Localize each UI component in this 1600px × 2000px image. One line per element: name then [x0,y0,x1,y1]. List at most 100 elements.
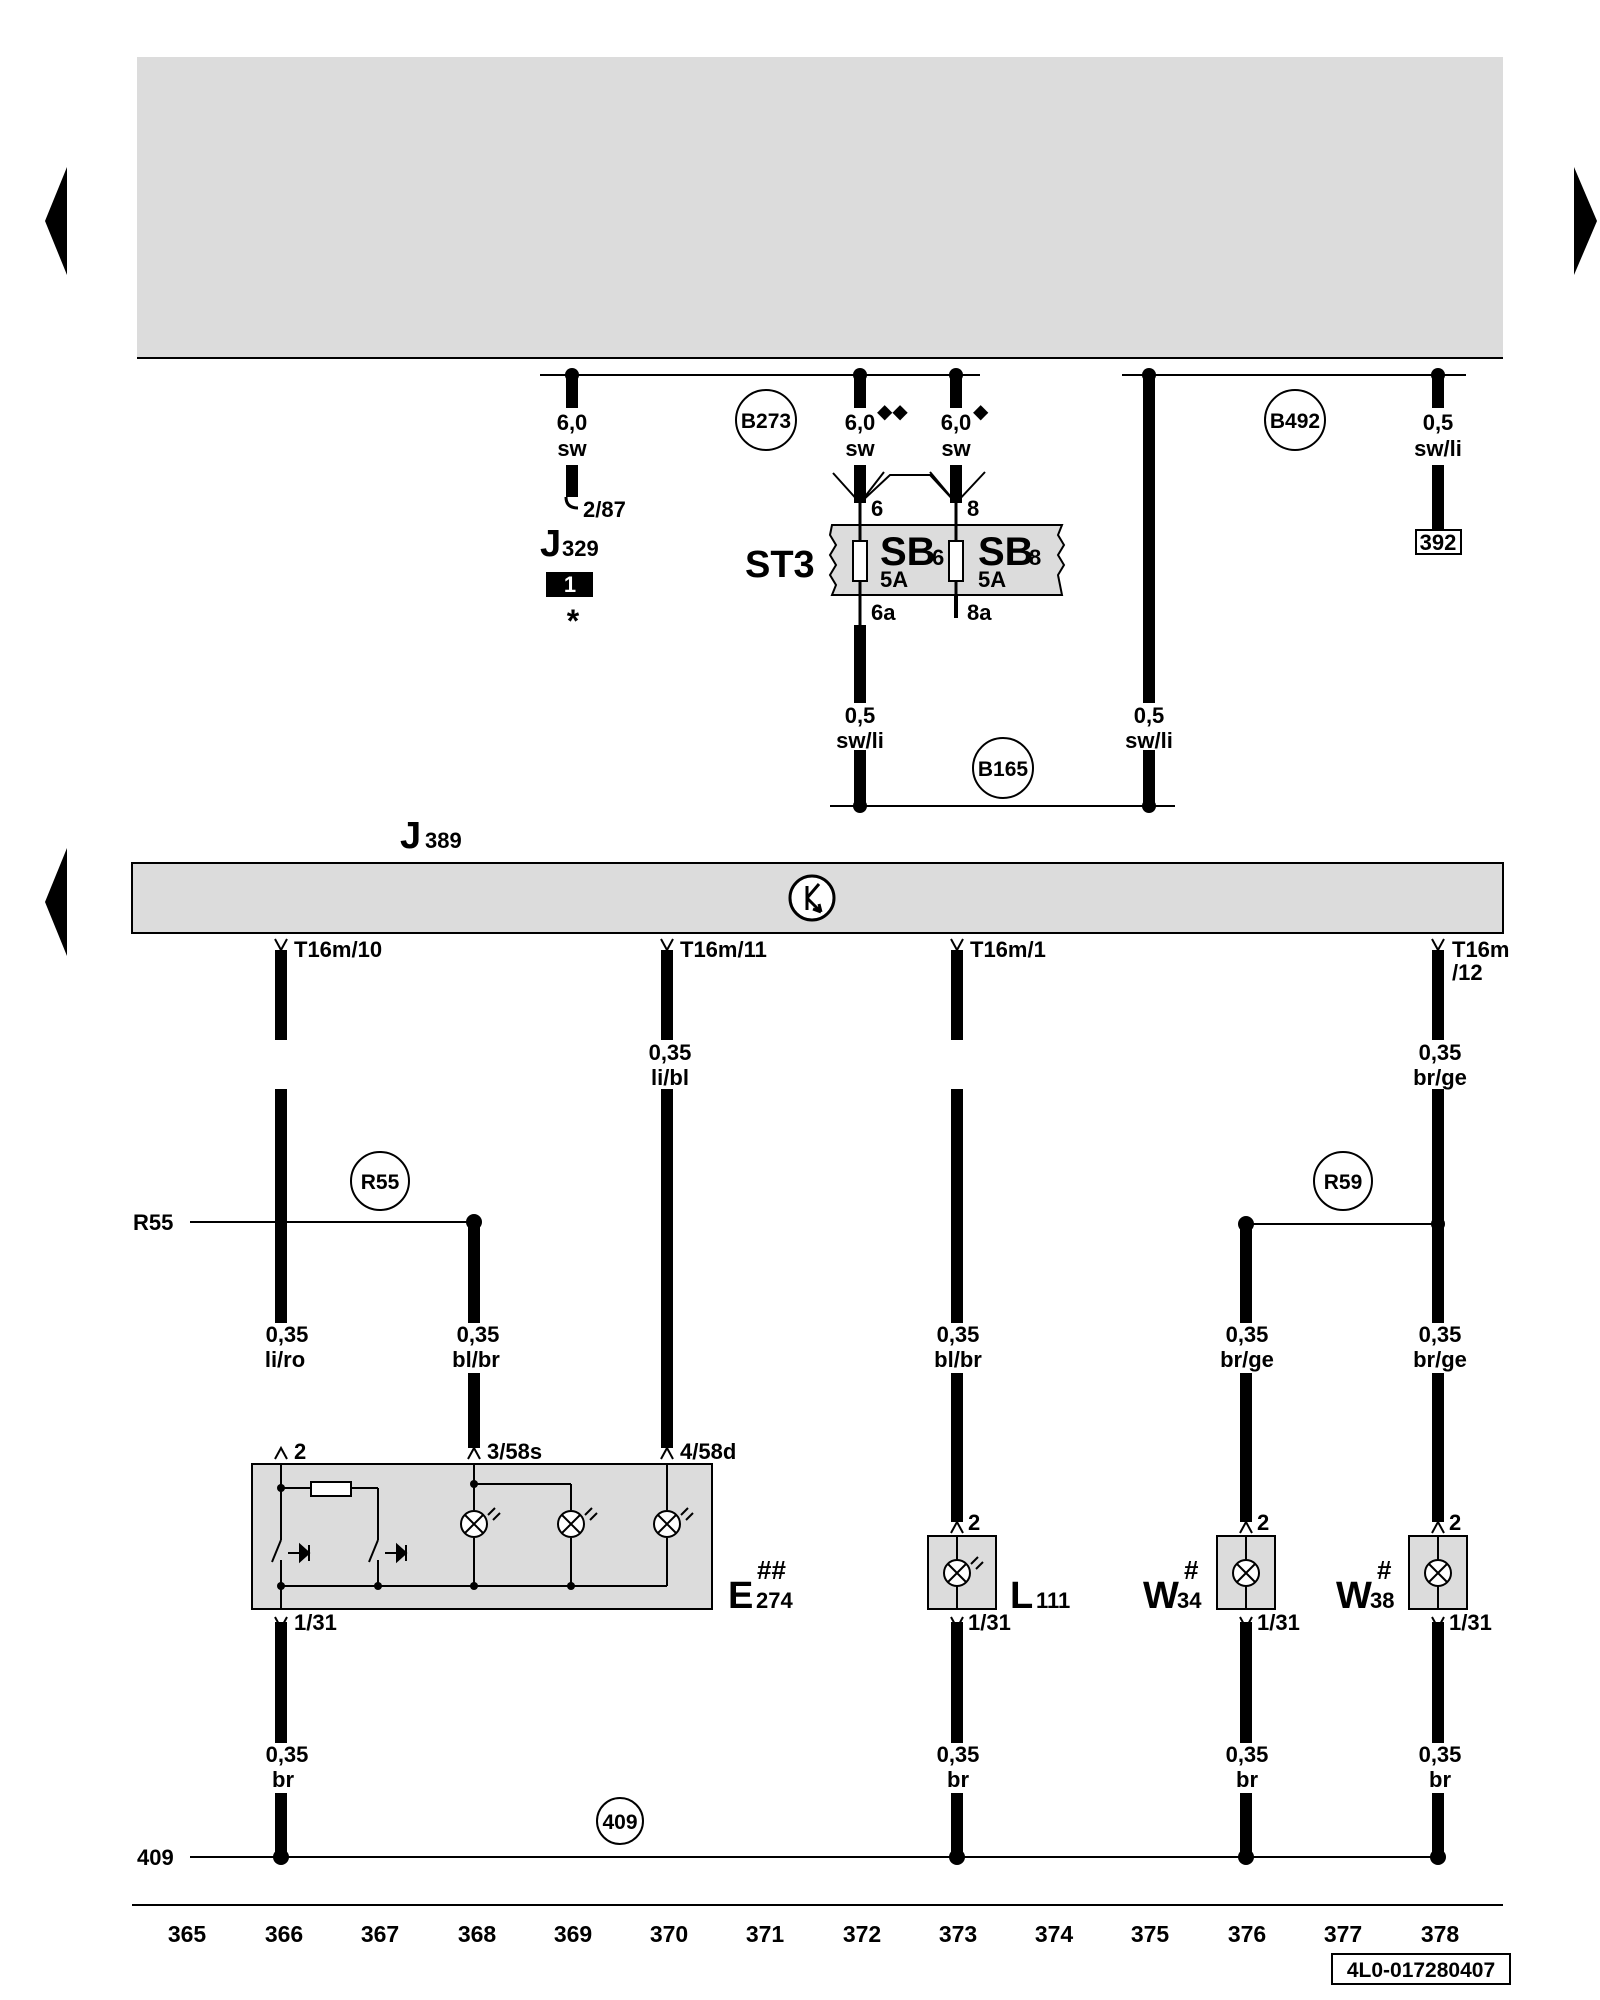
connection-b492: B492 [1270,410,1320,433]
junction-392 [1431,368,1445,382]
grid-numbers: 365 366 367 368 369 370 371 372 373 374 … [168,1921,1460,1947]
wire-sb6-out-size: 0,5 [845,703,876,728]
grid-number: 373 [939,1921,977,1947]
fuse-sb8-body [948,540,964,582]
wire-w34-size: 0,35 [1226,1322,1269,1347]
connection-r59-circle [1313,1151,1373,1211]
w34-terminal-arrows [1239,1519,1253,1631]
j389-letter: J [400,815,421,857]
grid-number: 369 [554,1921,592,1947]
wire-j329-color: sw [557,436,587,461]
j329-pin-label: 2/87 [583,497,626,522]
wire-t11-size: 0,35 [649,1040,692,1065]
grid-number: 366 [265,1921,303,1947]
e274-letter: E [728,1575,753,1617]
grid-number: 367 [361,1921,399,1947]
lower-wires [275,950,1444,1857]
w34-pin-top: 2 [1257,1510,1269,1535]
wire-t10-size: 0,35 [266,1322,309,1347]
j329-letter: J [540,523,561,565]
wire-sb6-in-size: 6,0 [845,410,876,435]
previous-page-arrow-middle[interactable] [45,848,67,956]
connection-409: 409 [602,1811,637,1834]
sb6-pin-out: 6a [871,600,896,625]
version-marker-double-diamond: ◆◆ [877,401,908,423]
j329-subscript: 329 [562,536,599,561]
l111-pin-bottom: 1/31 [968,1610,1011,1635]
continuation-r55[interactable]: R55 [133,1210,173,1235]
ground-wire-376-color: br [1236,1767,1258,1792]
connection-b273: B273 [741,410,791,433]
j389-subscript: 389 [425,828,462,853]
junction-j329 [565,368,579,382]
junction-r59-right [1431,1217,1445,1231]
junction-sb8 [949,368,963,382]
wire-b165-right-size: 0,5 [1134,703,1165,728]
next-page-arrow[interactable] [1574,167,1597,275]
j329-asterisk: * [567,603,580,639]
junction-r55 [466,1214,482,1230]
fuse-sb6-body [852,540,868,582]
ground-wire-378-size: 0,35 [1419,1742,1462,1767]
wire-sb8-in-size: 6,0 [941,410,972,435]
grid-number: 375 [1131,1921,1170,1947]
sb6-pin-in: 6 [871,496,883,521]
w34-subscript: 34 [1177,1588,1202,1613]
wire-t12-color: br/ge [1413,1065,1467,1090]
grid-number: 377 [1324,1921,1362,1947]
w38-subscript: 38 [1370,1588,1394,1613]
l111-pin-top: 2 [968,1510,980,1535]
sb6-subscript: 6 [932,545,944,570]
ground-continuation-409[interactable]: 409 [137,1845,174,1870]
grid-number: 376 [1228,1921,1266,1947]
l111-letter: L [1010,1575,1033,1617]
w38-superscript: # [1377,1555,1392,1585]
l111-lamp-cross [947,1556,984,1583]
j329-relay-position: 1 [564,572,576,597]
w38-pin-top: 2 [1449,1510,1461,1535]
wire-392-color: sw/li [1414,436,1462,461]
reference-392[interactable]: 392 [1420,530,1457,555]
ground-wire-366-size: 0,35 [266,1742,309,1767]
e274-superscript: ## [757,1555,786,1585]
sb8-pin-out: 8a [967,600,992,625]
connection-409-circle [596,1797,644,1845]
sb6-rating: 5A [880,567,908,592]
e274-lamps [460,1507,694,1538]
wire-sb8-in-color: sw [941,436,971,461]
grid-number: 365 [168,1921,207,1947]
junction-b165-right [1142,799,1156,813]
document-id-box [1331,1953,1511,1985]
e274-resistor [310,1481,352,1497]
w38-lamp-cross [1428,1563,1448,1583]
wire-t12-size: 0,35 [1419,1040,1462,1065]
junction-b165-right-top [1142,368,1156,382]
w38-letter: W [1336,1575,1372,1617]
w34-pin-bottom: 1/31 [1257,1610,1300,1635]
grid-number: 370 [650,1921,688,1947]
j329-relay-position-box [546,572,593,597]
previous-page-arrow-top[interactable] [45,167,67,275]
connection-r59: R59 [1324,1171,1363,1194]
version-marker-diamond: ◆ [973,401,989,423]
junction-b165-left [853,799,867,813]
fuse-bridge-connector [832,471,986,505]
e274-pin-ground: 1/31 [294,1610,337,1635]
lower-wire-labels: 0,35 li/ro 0,35 li/bl 0,35 bl/br 0,35 br… [265,1040,1467,1792]
ground-wire-378-color: br [1429,1767,1451,1792]
reference-392-box[interactable] [1415,529,1462,555]
terminal-t16m-1: T16m/1 [970,937,1046,962]
sb6-letter: SB [880,530,936,574]
junction-sb6 [853,368,867,382]
upper-wire-labels: 6,0 sw 6,0 sw 6,0 sw 0,5 sw/li 0,5 sw/li… [557,410,1462,753]
wire-sb6-out-color: sw/li [836,728,884,753]
wire-t11-color: li/bl [651,1065,689,1090]
grid-number: 371 [746,1921,785,1947]
w34-superscript: # [1184,1555,1199,1585]
wire-t1-size: 0,35 [937,1322,980,1347]
e274-pin-3: 3/58s [487,1439,542,1464]
wire-b165-right-color: sw/li [1125,728,1173,753]
e274-subscript: 274 [756,1588,793,1613]
w38-pin-bottom: 1/31 [1449,1610,1492,1635]
terminal-t16m-12-a: T16m [1452,937,1509,962]
